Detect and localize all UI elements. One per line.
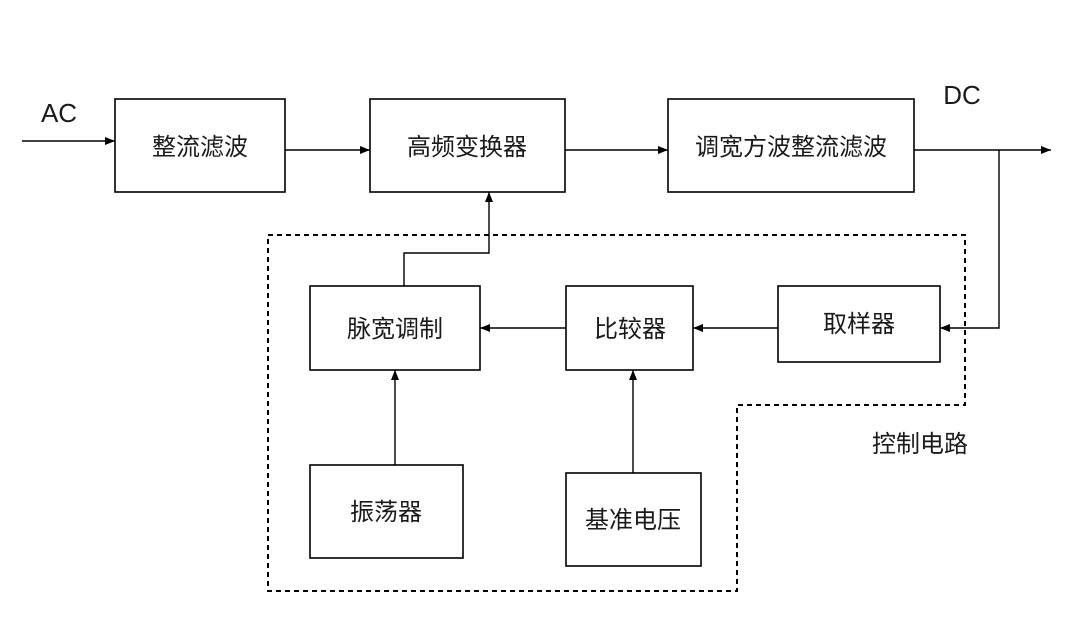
hf-converter-label: 高频变换器: [407, 133, 527, 161]
pwm-modulator-label: 脉宽调制: [347, 315, 443, 343]
pwm-rectifier-filter-label: 调宽方波整流滤波: [695, 133, 887, 161]
reference-voltage-block: [565, 472, 702, 567]
dc-label: DC: [943, 80, 981, 110]
hf-converter-block: [369, 98, 566, 193]
oscillator-label: 振荡器: [350, 498, 422, 526]
output-feedback-to-sampler-arrow: [940, 150, 1000, 332]
pwm-modulator-block: [309, 285, 481, 371]
sampler-block: [777, 285, 941, 363]
rectifier-filter-block: [114, 98, 286, 193]
reference-voltage-label: 基准电压: [585, 506, 681, 534]
pwm-rectifier-filter-block: [667, 98, 915, 193]
comparator-block: [565, 285, 694, 371]
comparator-label: 比较器: [594, 315, 666, 343]
oscillator-block: [309, 464, 464, 559]
pwm-to-converter-arrow: [403, 192, 493, 286]
control-circuit-boundary: [267, 234, 966, 592]
ac-label: AC: [41, 98, 77, 128]
rectifier-filter-label: 整流滤波: [152, 133, 248, 161]
control-circuit-label: 控制电路: [872, 430, 968, 458]
sampler-label: 取样器: [823, 310, 895, 338]
